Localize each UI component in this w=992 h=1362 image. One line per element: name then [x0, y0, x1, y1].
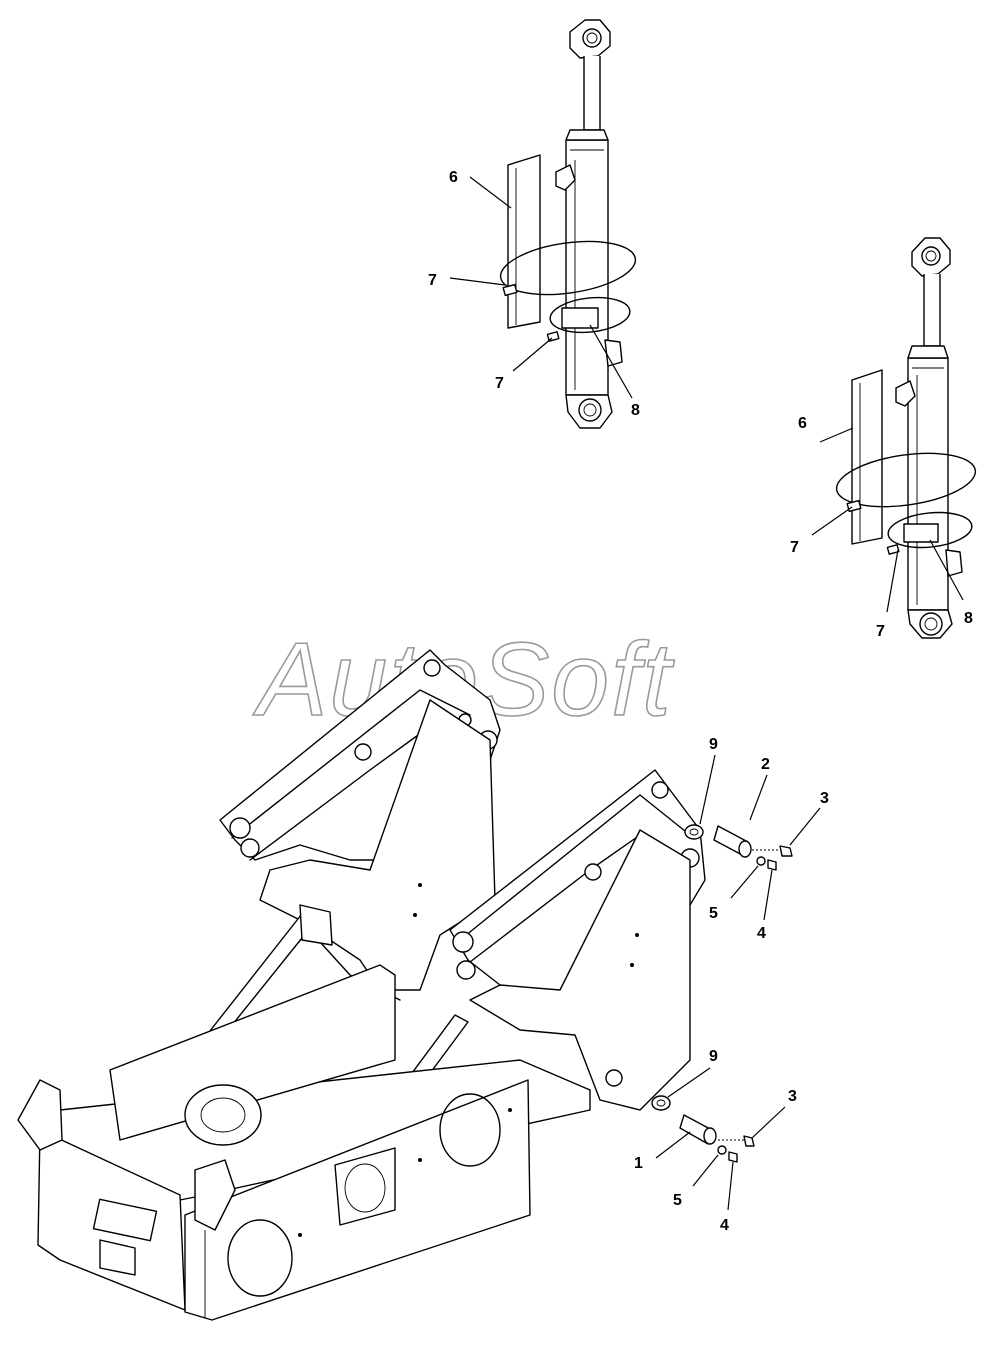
callout-7-upper-left-b: 7	[495, 375, 504, 392]
guard-plate-upper-right	[851, 369, 883, 545]
callout-7-upper-right-b: 7	[876, 623, 885, 640]
hose-clamp-upper-right	[835, 452, 977, 555]
callout-9-upper: 9	[709, 736, 718, 753]
callout-4-upper: 4	[757, 925, 766, 942]
pin-assembly-upper	[684, 824, 793, 871]
callout-6-upper-left: 6	[449, 169, 458, 186]
callout-8-upper-right: 8	[964, 610, 973, 627]
hydraulic-cylinder-upper-left	[555, 19, 623, 429]
callout-2: 2	[761, 756, 770, 773]
callout-1: 1	[634, 1155, 643, 1172]
callout-7-upper-right-a: 7	[790, 539, 799, 556]
callout-3-lower: 3	[788, 1088, 797, 1105]
bolt-3-upper	[779, 845, 793, 857]
callout-6-upper-right: 6	[798, 415, 807, 432]
callout-3-upper: 3	[820, 790, 829, 807]
bolt-4-lower	[728, 1151, 738, 1163]
washer-9-lower	[651, 1095, 671, 1111]
loader-frame	[17, 649, 706, 1321]
guard-plate-upper-left	[507, 154, 541, 329]
bolt-3-lower	[743, 1135, 755, 1147]
washer-9-upper	[684, 824, 704, 840]
callout-5-lower: 5	[673, 1192, 682, 1209]
lockwasher-5-lower	[717, 1145, 727, 1155]
pin-assembly-lower	[651, 1095, 755, 1163]
lockwasher-5-upper	[756, 856, 766, 866]
callout-8-upper-left: 8	[631, 402, 640, 419]
bolt-4-upper	[767, 859, 777, 871]
callout-4-lower: 4	[720, 1217, 729, 1234]
callout-9-lower: 9	[709, 1048, 718, 1065]
callout-5-upper: 5	[709, 905, 718, 922]
hydraulic-cylinder-upper-right	[895, 237, 963, 639]
callout-7-upper-left-a: 7	[428, 272, 437, 289]
